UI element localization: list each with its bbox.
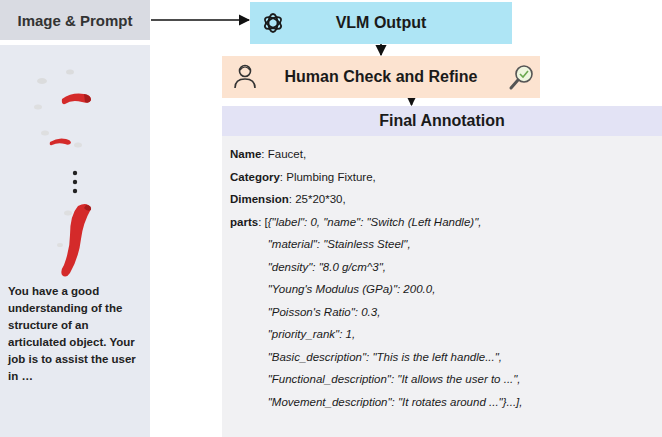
human-check-box: Human Check and Refine [222, 56, 540, 98]
field-value: "material": "Stainless Steel", [268, 238, 411, 250]
annotation-title: Final Annotation [379, 112, 505, 130]
annotation-line: "Poisson's Ratio": 0.3, [230, 300, 654, 323]
box-label: Human Check and Refine [285, 68, 478, 86]
flow-arrow [151, 19, 249, 21]
field-value: "Basic_description": "This is the left h… [268, 351, 502, 363]
magnifier-icon [508, 63, 536, 91]
header-label: Image & Prompt [17, 12, 132, 29]
field-value: "Poisson's Ratio": 0.3, [268, 306, 381, 318]
box-label: VLM Output [336, 14, 427, 32]
field-value: : Faucet, [261, 148, 306, 160]
flow-arrow [411, 98, 413, 105]
field-key: Dimension [230, 193, 289, 205]
field-value: {"label": 0, "name": "Switch (Left Handl… [268, 216, 482, 228]
field-key: Category [230, 171, 280, 183]
field-key: Name [230, 148, 261, 160]
annotation-line: "material": "Stainless Steel", [230, 232, 654, 255]
annotation-line: "priority_rank": 1, [230, 322, 654, 345]
flow-arrow [380, 44, 382, 55]
field-value: "Young's Modulus (GPa)": 200.0, [268, 283, 436, 295]
annotation-line: parts: [{"label": 0, "name": "Switch (Le… [230, 210, 654, 233]
prompt-text: You have a good understanding of the str… [8, 283, 144, 385]
field-value: : 25*20*30, [289, 193, 346, 205]
field-value: "Movement_description": "It rotates arou… [268, 396, 523, 408]
annotation-line: "Movement_description": "It rotates arou… [230, 390, 654, 413]
field-value: "density": "8.0 g/cm^3", [268, 261, 386, 273]
openai-logo [260, 10, 286, 36]
annotation-line: Name: Faucet, [230, 142, 654, 165]
input-header: Image & Prompt [0, 0, 150, 40]
vlm-output-box: VLM Output [250, 2, 512, 44]
annotation-line: "Basic_description": "This is the left h… [230, 345, 654, 368]
person-icon [232, 62, 258, 90]
annotation-line: "Functional_description": "It allows the… [230, 367, 654, 390]
field-key: parts [230, 216, 258, 228]
field-value: "priority_rank": 1, [268, 328, 355, 340]
annotation-line: Category: Plumbing Fixture, [230, 165, 654, 188]
prompt-panel: You have a good understanding of the str… [0, 45, 150, 437]
annotation-header-band: Final Annotation [222, 106, 662, 136]
field-value: "Functional_description": "It allows the… [268, 373, 521, 385]
field-value: : Plumbing Fixture, [280, 171, 376, 183]
annotation-line: "Young's Modulus (GPa)": 200.0, [230, 277, 654, 300]
annotation-line: Dimension: 25*20*30, [230, 187, 654, 210]
final-annotation-box: Final AnnotationName: Faucet,Category: P… [222, 106, 662, 437]
annotation-line: "density": "8.0 g/cm^3", [230, 255, 654, 278]
annotation-body: Name: Faucet,Category: Plumbing Fixture,… [222, 136, 662, 412]
field-value: : [ [258, 216, 268, 228]
